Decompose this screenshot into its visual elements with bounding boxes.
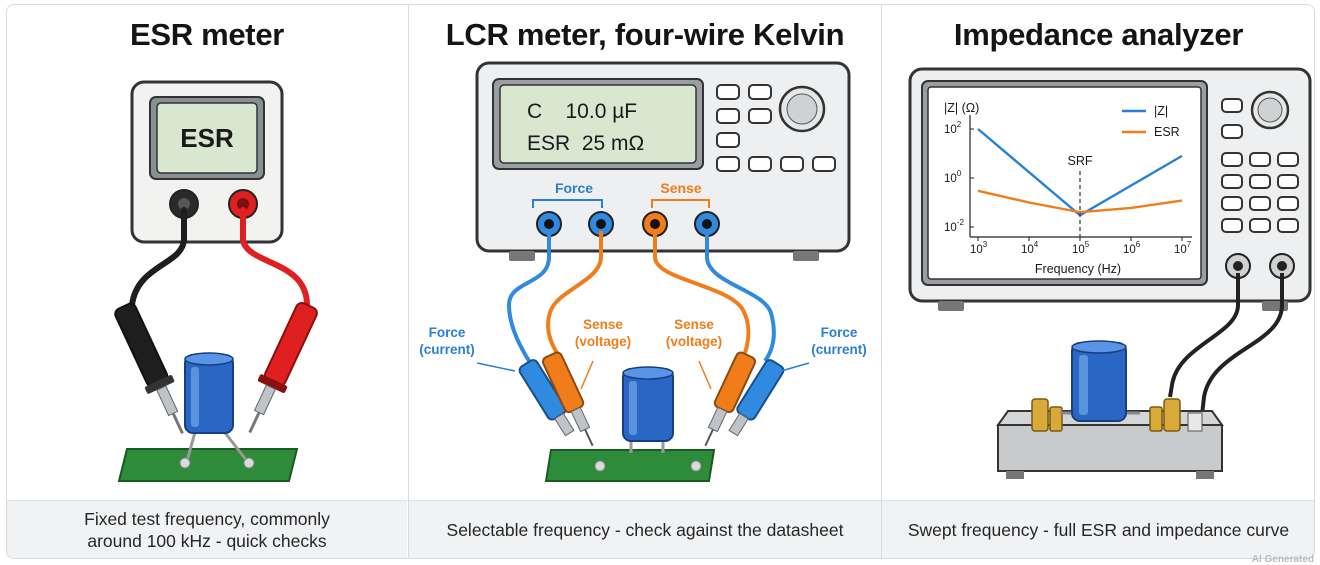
sense-bracket-label: Sense bbox=[660, 180, 701, 196]
legend-label-esr: ESR bbox=[1154, 125, 1180, 139]
meter-display-text: ESR bbox=[180, 123, 234, 153]
lcr-screen bbox=[499, 84, 697, 164]
series bbox=[977, 128, 1183, 237]
capacitor bbox=[1071, 340, 1127, 422]
lcr-display-line2: ESR 25 mΩ bbox=[527, 132, 644, 155]
wire-force-right bbox=[705, 231, 776, 363]
test-fixture-body bbox=[997, 424, 1223, 472]
panel-esr-meter: ESR meter ESR bbox=[7, 5, 407, 558]
caption-text: Swept frequency - full ESR and impedance… bbox=[907, 519, 1290, 540]
meter-screen bbox=[156, 102, 258, 174]
pad-right bbox=[243, 457, 255, 469]
lcr-display-line1: C 10.0 µF bbox=[527, 100, 637, 123]
probe-sense-left bbox=[541, 351, 594, 447]
probe-force-left bbox=[518, 359, 575, 437]
pad-left bbox=[179, 457, 191, 469]
srf-annotation: SRF bbox=[1068, 154, 1093, 168]
fixture-clamp-left bbox=[1031, 398, 1063, 432]
pad-right bbox=[690, 460, 702, 472]
fixture-clamp-right bbox=[1149, 398, 1181, 432]
force-bracket-label: Force bbox=[555, 180, 593, 196]
caption-text: Fixed test frequency, commonly around 10… bbox=[84, 508, 330, 551]
cable-2 bbox=[1200, 273, 1284, 416]
probe-sense-right bbox=[704, 351, 757, 447]
pad-left bbox=[594, 460, 606, 472]
caption-text: Selectable frequency - check against the… bbox=[446, 519, 844, 540]
panel-caption: Fixed test frequency, commonly around 10… bbox=[7, 500, 407, 558]
panel-impedance-analyzer: Impedance analyzer |Z| (Ω) Frequency (Hz… bbox=[881, 5, 1314, 558]
watermark: AI Generated bbox=[1251, 554, 1314, 565]
wire-force-left bbox=[506, 231, 551, 363]
black-lead-wire bbox=[129, 207, 187, 308]
analyzer-screen bbox=[927, 86, 1202, 280]
capacitor bbox=[184, 352, 249, 462]
label-force-right: Force(current) bbox=[811, 325, 867, 357]
wire-sense-right bbox=[653, 231, 751, 354]
legend-label-z: |Z| bbox=[1154, 104, 1168, 118]
lcr-button-grid bbox=[716, 84, 836, 172]
y-axis-label: |Z| (Ω) bbox=[944, 101, 979, 115]
panel-title: ESR meter bbox=[129, 17, 285, 52]
red-lead-wire bbox=[240, 207, 310, 308]
label-sense-left: Sense(voltage) bbox=[575, 317, 631, 349]
esr-meter-illustration: ESR bbox=[114, 80, 318, 482]
panel-caption: Selectable frequency - check against the… bbox=[409, 500, 881, 558]
panel-title: LCR meter, four-wire Kelvin bbox=[445, 17, 845, 52]
cable-1 bbox=[1168, 273, 1240, 398]
panel-lcr-meter: LCR meter, four-wire Kelvin C 10.0 µF ES… bbox=[408, 5, 881, 558]
capacitor bbox=[622, 366, 674, 453]
analyzer-button-grid bbox=[1221, 98, 1299, 233]
x-axis-label: Frequency (Hz) bbox=[1035, 262, 1121, 276]
pcb-board bbox=[117, 448, 299, 482]
panel-caption: Swept frequency - full ESR and impedance… bbox=[882, 500, 1314, 558]
label-force-left: Force(current) bbox=[419, 325, 475, 357]
wire-sense-left bbox=[546, 231, 603, 355]
panel-title: Impedance analyzer bbox=[953, 17, 1244, 52]
pcb-board bbox=[544, 449, 716, 482]
lcr-meter-illustration: C 10.0 µF ESR 25 mΩ Force Sense bbox=[419, 61, 867, 482]
figure-frame: ESR meter ESR bbox=[6, 4, 1315, 559]
probe-force-right bbox=[728, 359, 785, 437]
series-line-esr bbox=[977, 189, 1183, 214]
label-sense-right: Sense(voltage) bbox=[666, 317, 722, 349]
red-probe bbox=[248, 301, 318, 434]
black-probe bbox=[114, 302, 184, 434]
